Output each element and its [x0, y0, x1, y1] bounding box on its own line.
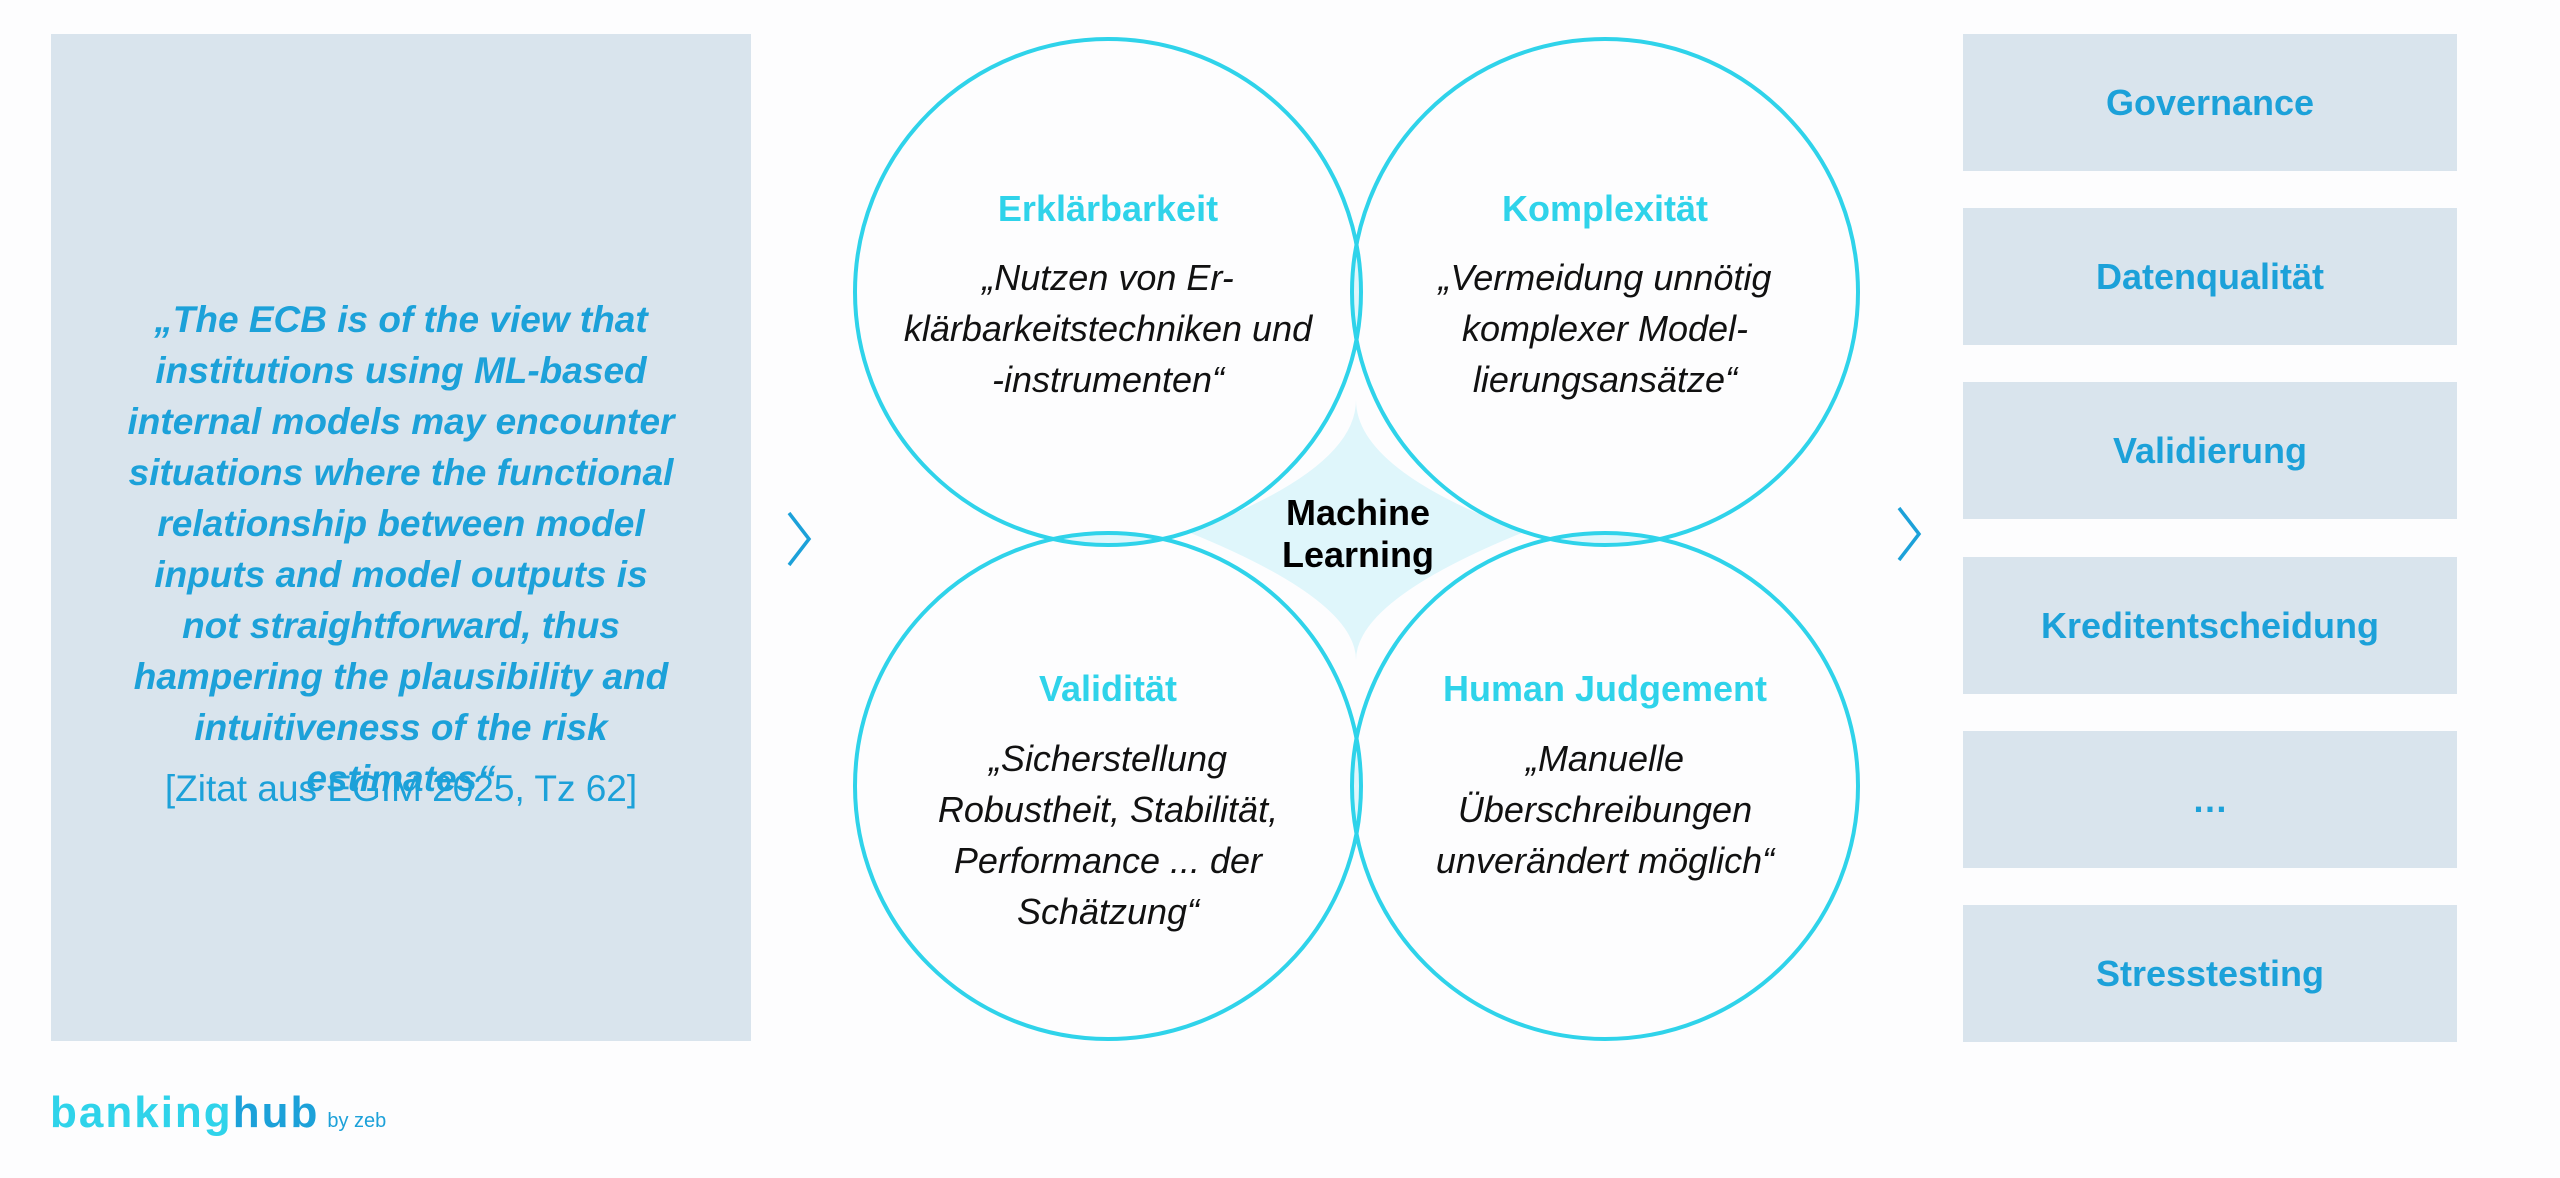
logo-part: hub — [232, 1088, 320, 1137]
box-ellipsis: … — [1963, 731, 2457, 868]
body-line: „Manuelle — [1525, 738, 1685, 779]
circle-title-human-judgement: Human Judgement — [1442, 668, 1768, 709]
logo-part: banking — [50, 1088, 233, 1137]
body-line: „Vermeidung unnötig — [1438, 257, 1772, 298]
box-validierung: Validierung — [1963, 382, 2457, 519]
box-kreditentscheidung: Kreditentscheidung — [1963, 557, 2457, 694]
quote-text: „The ECB is of the view that institution… — [127, 299, 675, 799]
box-datenqualitaet: Datenqualität — [1963, 208, 2457, 345]
circle-body-validitaet: „Sicherstellung Robustheit, Stabilität, … — [893, 733, 1323, 937]
logo-byline: by zeb — [327, 1110, 387, 1132]
circle-erklaerbarkeit — [853, 37, 1363, 547]
quote-panel: „The ECB is of the view that institution… — [51, 34, 751, 1041]
circle-body-erklaerbarkeit: „Nutzen von Er- klärbarkeitstechniken un… — [893, 252, 1323, 405]
body-line: „Sicherstellung — [988, 738, 1228, 779]
circle-body-human-judgement: „Manuelle Überschreibungen unverändert m… — [1390, 733, 1820, 886]
body-line: Robustheit, Stabilität, — [937, 789, 1279, 830]
center-label-line: Machine — [1285, 492, 1431, 533]
circle-title-komplexitaet: Komplexität — [1501, 188, 1709, 229]
chevron-right-icon — [787, 511, 812, 567]
body-line: -instrumenten“ — [991, 359, 1225, 400]
logo-wordmark: bankinghub — [50, 1088, 319, 1138]
quote-source: [Zitat aus EGIM 2025, Tz 62] — [164, 768, 638, 809]
body-line: „Nutzen von Er- — [982, 257, 1234, 298]
body-line: Performance ... der — [953, 840, 1263, 881]
circle-title-validitaet: Validität — [1038, 668, 1178, 709]
center-label: Machine Learning — [1218, 492, 1498, 576]
circle-validitaet — [853, 531, 1363, 1041]
bankinghub-logo: bankinghub by zeb — [50, 1088, 386, 1138]
body-line: klärbarkeitstechniken und — [903, 308, 1313, 349]
body-line: unverändert möglich“ — [1435, 840, 1775, 881]
box-stresstesting: Stresstesting — [1963, 905, 2457, 1042]
circle-body-komplexitaet: „Vermeidung unnötig komplexer Model- lie… — [1390, 252, 1820, 405]
circle-human-judgement — [1350, 531, 1860, 1041]
circle-komplexitaet — [1350, 37, 1860, 547]
chevron-right-icon — [1897, 506, 1922, 562]
body-line: Überschreibungen — [1457, 789, 1753, 830]
circle-title-erklaerbarkeit: Erklärbarkeit — [997, 188, 1219, 229]
box-governance: Governance — [1963, 34, 2457, 171]
center-label-line: Learning — [1281, 534, 1434, 575]
body-line: lierungsansätze“ — [1472, 359, 1738, 400]
body-line: Schätzung“ — [1016, 891, 1200, 932]
body-line: komplexer Model- — [1461, 308, 1749, 349]
